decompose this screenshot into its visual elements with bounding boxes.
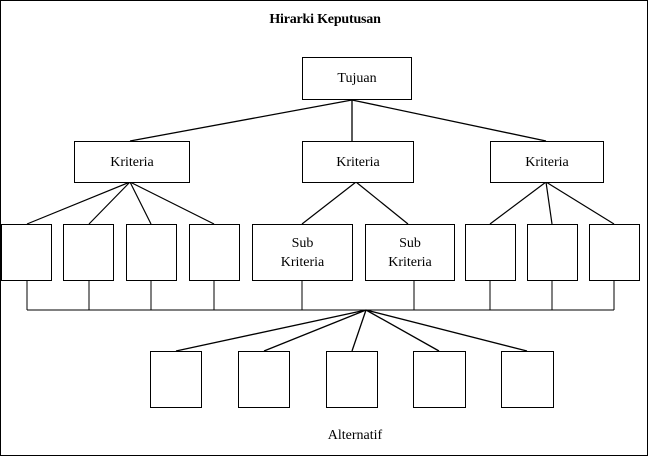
connector-criteria1-sub2 xyxy=(88,181,131,225)
connector-criteria1-sub1 xyxy=(26,181,131,225)
connector-hub-alt1 xyxy=(175,309,367,352)
diagram-title: Hirarki Keputusan xyxy=(269,12,381,27)
connector-criteria1-sub3 xyxy=(129,181,152,225)
connector-criteria3-sub9 xyxy=(545,181,615,225)
connector-criteria1-sub4 xyxy=(129,181,215,225)
alternative-node xyxy=(150,351,202,408)
subcriteria-node: Sub Kriteria xyxy=(252,224,353,281)
connector-hub-alt2 xyxy=(263,309,367,352)
subcriteria-node xyxy=(1,224,52,281)
criteria-label: Kriteria xyxy=(525,154,569,170)
subcriteria-label: Sub Kriteria xyxy=(280,235,325,270)
alternative-node xyxy=(413,351,466,408)
goal-node: Tujuan xyxy=(302,57,412,100)
connector-hub-alt3 xyxy=(351,309,367,352)
connector-criteria2-sub5 xyxy=(301,181,357,225)
criteria-label: Kriteria xyxy=(336,154,380,170)
alternatives-caption: Alternatif xyxy=(327,428,383,443)
alternative-node xyxy=(326,351,378,408)
criteria-label: Kriteria xyxy=(110,154,154,170)
connector-goal-criteria-3 xyxy=(351,99,547,142)
connector-goal-criteria-1 xyxy=(129,99,353,142)
subcriteria-node xyxy=(527,224,578,281)
alternative-node xyxy=(238,351,290,408)
subcriteria-label: Sub Kriteria xyxy=(388,235,432,270)
goal-label: Tujuan xyxy=(337,71,377,86)
alternative-node xyxy=(501,351,554,408)
connector-criteria3-sub7 xyxy=(489,181,547,225)
connector-hub-alt4 xyxy=(365,309,440,352)
connector-criteria3-sub8 xyxy=(545,181,553,225)
subcriteria-node: Sub Kriteria xyxy=(365,224,455,281)
criteria-node: Kriteria xyxy=(302,141,414,183)
criteria-node: Kriteria xyxy=(74,141,190,183)
subcriteria-node xyxy=(63,224,114,281)
subcriteria-node xyxy=(126,224,177,281)
connector-criteria2-sub6 xyxy=(355,181,409,225)
subcriteria-node xyxy=(189,224,240,281)
subcriteria-node xyxy=(589,224,640,281)
criteria-node: Kriteria xyxy=(490,141,604,183)
subcriteria-node xyxy=(465,224,516,281)
connector-hub-alt5 xyxy=(365,309,528,352)
